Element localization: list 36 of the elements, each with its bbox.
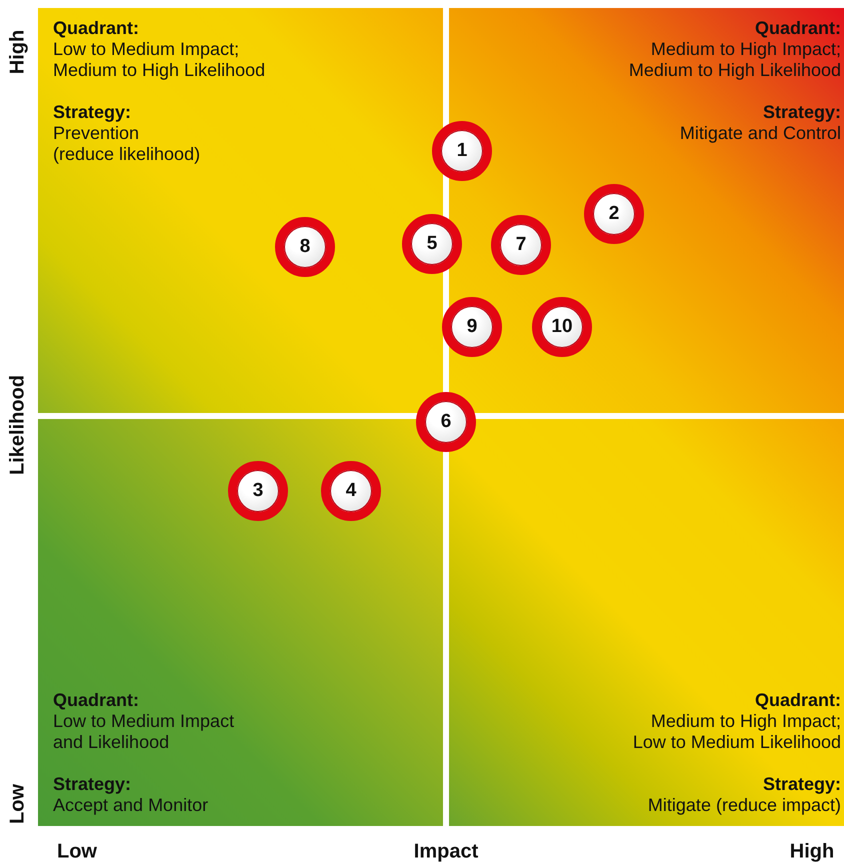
axis-label: High <box>6 30 30 74</box>
risk-number: 2 <box>608 203 620 225</box>
quadrant-description: Medium to High Impact; Low to Medium Likelihood <box>632 711 841 753</box>
risk-number: 10 <box>551 316 573 338</box>
risk-number: 3 <box>252 480 264 502</box>
axis-label: High <box>790 840 834 864</box>
quadrant-heading: Quadrant: <box>754 18 841 39</box>
risk-number: 1 <box>456 140 468 162</box>
axis-label: Low <box>6 784 30 824</box>
quadrant-heading: Strategy: <box>762 774 841 795</box>
quadrant-description: Low to Medium Impact; Medium to High Likelihood <box>53 39 266 81</box>
quadrant-panel <box>449 419 844 826</box>
axis-label: Impact <box>414 840 478 864</box>
quadrant-panel <box>38 419 443 826</box>
quadrant-heading: Quadrant: <box>53 18 140 39</box>
quadrant-heading: Quadrant: <box>754 690 841 711</box>
quadrant-heading: Strategy: <box>762 102 841 123</box>
risk-number: 6 <box>440 411 452 433</box>
quadrant-panel <box>38 8 443 413</box>
quadrant-description: Medium to High Impact; Medium to High Likelihood <box>628 39 841 81</box>
axis-label: Low <box>57 840 97 864</box>
quadrant-heading: Quadrant: <box>53 690 140 711</box>
risk-number: 4 <box>346 480 356 502</box>
risk-number: 5 <box>426 233 438 255</box>
quadrant-description: Mitigate and Control <box>680 123 841 144</box>
quadrant-heading: Strategy: <box>53 774 132 795</box>
quadrant-description: Mitigate (reduce impact) <box>648 795 841 816</box>
risk-number: 7 <box>516 234 526 256</box>
quadrant-heading: Strategy: <box>53 102 132 123</box>
quadrant-description: Accept and Monitor <box>53 795 208 816</box>
quadrant-description: Low to Medium Impact and Likelihood <box>53 711 236 753</box>
axis-label: Likelihood <box>6 375 30 475</box>
quadrant-panel <box>449 8 844 413</box>
risk-number: 9 <box>466 316 478 338</box>
risk-number: 8 <box>300 236 310 258</box>
quadrant-description: Prevention (reduce likelihood) <box>53 123 202 165</box>
